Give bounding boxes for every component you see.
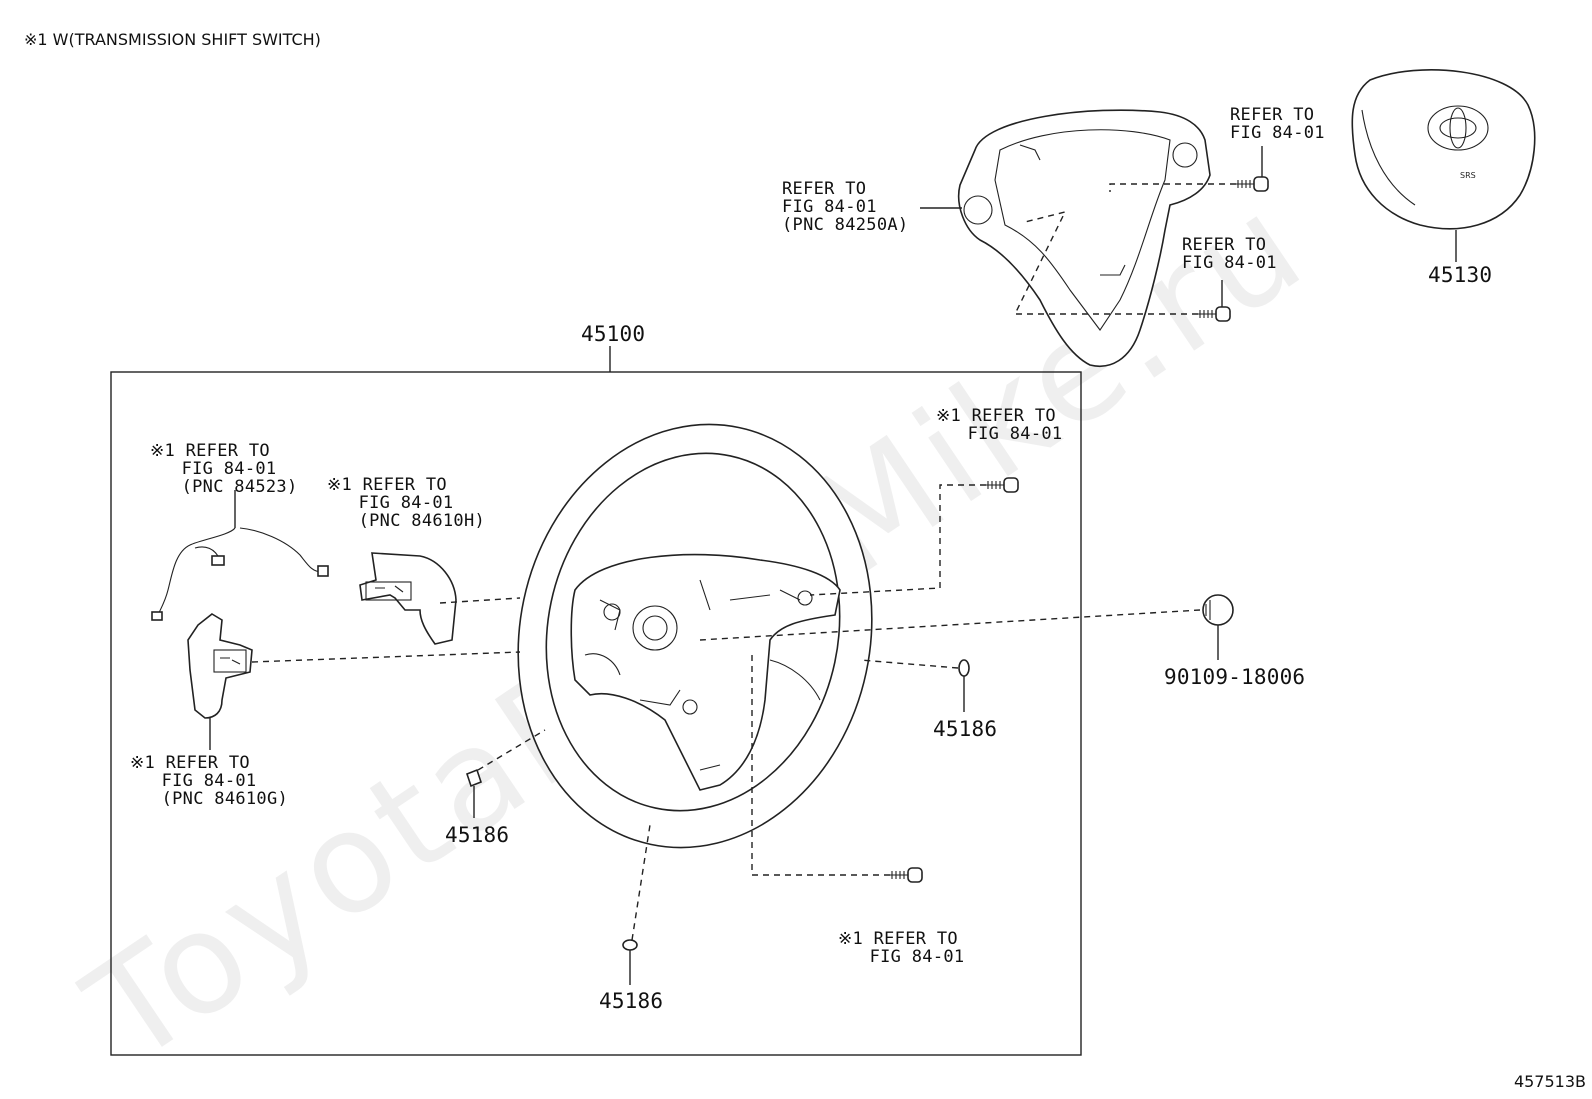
paddle-switch-left-icon — [187, 613, 253, 719]
refer-mid-bolt: REFER TO FIG 84-01 — [1182, 235, 1277, 273]
dash-switch-right — [439, 597, 521, 604]
refer-84610H: ※1 REFER TO FIG 84-01 (PNC 84610H) — [327, 475, 486, 531]
part-number-45100: 45100 — [581, 322, 646, 346]
airbag-icon: SRS — [1351, 69, 1536, 230]
paddle-switch-right-icon — [359, 552, 457, 645]
bolt-top-icon — [1236, 176, 1269, 192]
steering-cover-icon — [957, 109, 1211, 367]
part-number-45186-bottom: 45186 — [599, 989, 664, 1013]
figure-id: 457513B — [1513, 1072, 1586, 1091]
nut-icon — [1202, 594, 1234, 626]
plug-bottom-icon — [622, 939, 638, 951]
wire-harness-icon — [151, 527, 329, 621]
part-number-45186-right: 45186 — [933, 717, 998, 741]
dash-plug-right — [859, 659, 959, 669]
refer-84610G: ※1 REFER TO FIG 84-01 (PNC 84610G) — [130, 753, 289, 809]
dash-mid-bolt — [1013, 210, 1198, 315]
dash-plug-left — [477, 729, 546, 771]
assembly-box — [110, 371, 1082, 1056]
plug-right-icon — [958, 659, 970, 677]
part-number-45130: 45130 — [1428, 263, 1493, 287]
bolt-mid-icon — [1198, 306, 1231, 322]
refer-bottom-bolt: ※1 REFER TO FIG 84-01 — [838, 929, 965, 967]
part-number-90109-18006: 90109-18006 — [1164, 665, 1306, 689]
steering-wheel-icon — [517, 423, 873, 849]
bolt-right-icon — [986, 477, 1019, 493]
refer-top-bolt: REFER TO FIG 84-01 — [1230, 105, 1325, 143]
dash-bottom-bolt — [751, 650, 890, 876]
svg-text:SRS: SRS — [1460, 171, 1476, 180]
refer-84523: ※1 REFER TO FIG 84-01 (PNC 84523) — [150, 441, 298, 497]
plug-left-icon — [466, 768, 482, 788]
dash-right-bolt — [809, 484, 986, 596]
footnote-legend: ※1 W(TRANSMISSION SHIFT SWITCH) — [24, 30, 321, 49]
dash-top-bolt — [1109, 183, 1236, 192]
dash-switch-left — [251, 651, 521, 663]
bolt-bottom-icon — [890, 867, 923, 883]
refer-84250A: REFER TO FIG 84-01 (PNC 84250A) — [782, 179, 909, 235]
dash-plug-bottom — [631, 824, 651, 941]
part-number-45186-left: 45186 — [445, 823, 510, 847]
refer-right-bolt: ※1 REFER TO FIG 84-01 — [936, 406, 1063, 444]
